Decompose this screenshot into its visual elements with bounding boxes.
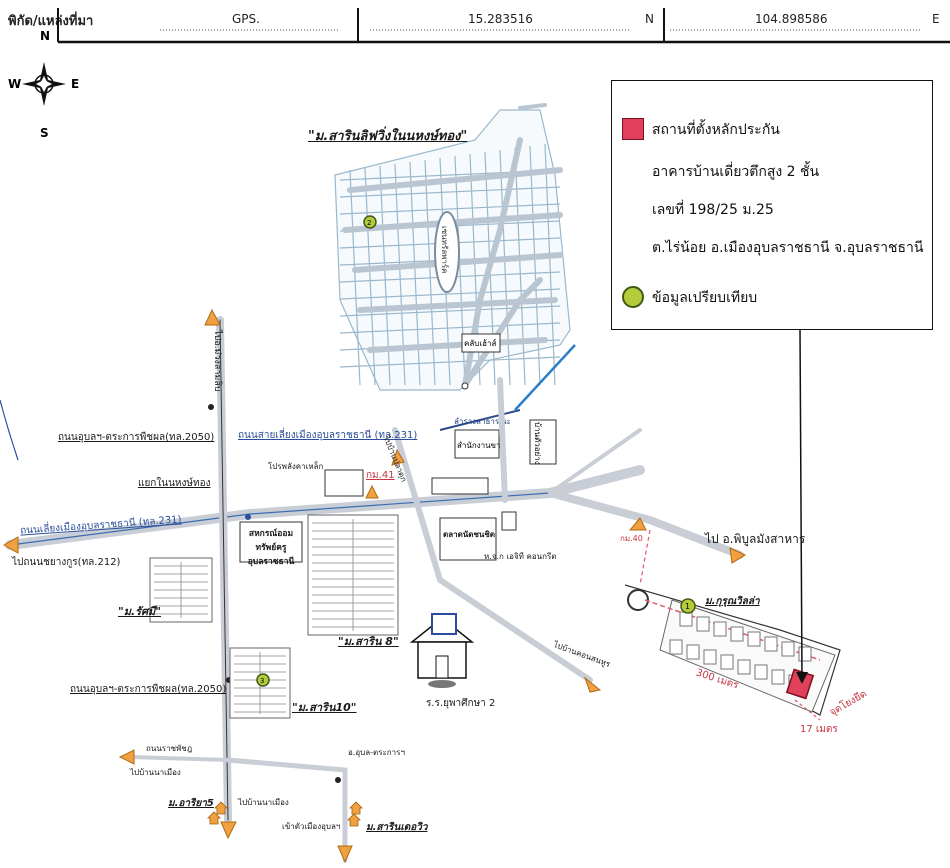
arrow-west-ban-icon bbox=[118, 749, 135, 765]
comparable-2-label: 2 bbox=[367, 219, 371, 227]
village-gate-dot bbox=[461, 382, 469, 390]
shophouse-block bbox=[431, 477, 489, 495]
km40-arrow-icon bbox=[628, 517, 647, 531]
market-label: ตลาดนัดชนชิต bbox=[443, 530, 495, 539]
comparable-1-marker bbox=[680, 598, 696, 614]
junction-node bbox=[245, 514, 251, 520]
longitude-direction: E bbox=[932, 12, 940, 26]
pipe-shop-box bbox=[324, 469, 364, 497]
coop-box bbox=[239, 521, 303, 563]
comparable-3-marker bbox=[256, 673, 270, 687]
km40-label: กม.40 bbox=[620, 534, 643, 543]
compass-e: E bbox=[71, 77, 79, 91]
village-block-grid bbox=[154, 519, 394, 714]
road-2050-node bbox=[208, 404, 214, 410]
sales-office-label: สำนักงานขาย bbox=[457, 441, 505, 450]
sarin8-label: "ม.สาริน 8" bbox=[338, 635, 399, 648]
road-ratcha-label: ถนนราชพัชฎ bbox=[146, 744, 193, 753]
canal-label: ลำรางสาธารณะ bbox=[454, 417, 511, 426]
legend-pointer-line bbox=[799, 329, 803, 681]
canal-line-1 bbox=[439, 409, 521, 431]
header-lines bbox=[57, 8, 950, 44]
coordinate-header: พิกัด/แหล่งที่มา GPS. 15.283516 N 104.89… bbox=[0, 0, 950, 46]
comparable-3-label: 3 bbox=[260, 677, 264, 685]
city-entry-label: เข้าตัวเมืองอุบลฯ bbox=[282, 822, 341, 831]
ubon-tk-label: อ.อุบล-ตระการฯ bbox=[348, 748, 405, 757]
arya5-label: ม.อาริยา5 bbox=[168, 798, 214, 809]
arrow-south-icon bbox=[220, 821, 237, 840]
legend-line-1: สถานที่ตั้งหลักประกัน bbox=[652, 122, 780, 138]
junction-label: แยกในนหงษ์ทอง bbox=[138, 478, 211, 489]
subject-swatch bbox=[622, 118, 644, 140]
house-icon bbox=[207, 811, 221, 825]
road-2050-bottom-label: ถนนอุบลฯ-ตระการพืชผล(ทล.2050) bbox=[70, 684, 227, 695]
compass-icon bbox=[22, 62, 66, 106]
arrow-khon-icon bbox=[583, 676, 602, 693]
clubhouse-box bbox=[461, 333, 501, 353]
concrete-plant-box bbox=[501, 511, 517, 531]
road-2050-top-label: ถนนอุบลฯ-ตระการพืชผล(ทล.2050) bbox=[58, 432, 215, 443]
compass-n: N bbox=[40, 29, 50, 43]
house-icon bbox=[347, 813, 361, 827]
compass-w: W bbox=[8, 77, 21, 91]
clubhouse-label: คลับเฮ้าส์ bbox=[464, 338, 496, 348]
comparable-2-marker bbox=[363, 215, 377, 229]
comparable-swatch bbox=[622, 286, 644, 308]
comparable-1-label: 1 bbox=[685, 602, 690, 611]
kurunvilla-label: ม.กุรุณวิลล่า bbox=[705, 596, 760, 607]
legend-pointer-arrow-icon bbox=[796, 672, 808, 684]
to-212-label: ไปถนนชยางกูร(ทล.212) bbox=[12, 557, 121, 568]
village-top-label: "ม.สารินลิฟวิ่งในนหงษ์ทอง" bbox=[308, 129, 468, 144]
sarin-city-label: ม.สารินเดอวิว bbox=[366, 822, 428, 833]
km41-arrow-icon bbox=[365, 484, 379, 499]
edge-line bbox=[0, 399, 19, 461]
km41-label: กม.41 bbox=[366, 470, 395, 481]
show-house-label: บ้านตัวอย่าง bbox=[533, 422, 542, 465]
canal-line-2 bbox=[514, 344, 576, 411]
central-park-label: เซนทรัลพาร์ค bbox=[440, 226, 450, 274]
house-icons bbox=[207, 801, 363, 827]
dist-17-label: 17 เมตร bbox=[800, 724, 838, 735]
market-box bbox=[439, 517, 497, 561]
legend-line-4: ต.ไร่น้อย อ.เมืองอุบลราชธานี จ.อุบลราชธา… bbox=[652, 240, 924, 256]
sales-office-box bbox=[454, 429, 500, 459]
direction-arrows bbox=[2, 308, 747, 864]
arrow-west-icon bbox=[2, 536, 19, 554]
arrow-east-phibun-icon bbox=[729, 547, 747, 564]
central-park-oval bbox=[434, 211, 460, 293]
longitude-value: 104.898586 bbox=[755, 12, 828, 26]
rasami-label: "ม.รัศมี" bbox=[118, 605, 162, 618]
main-roads bbox=[5, 316, 744, 863]
gps-label: GPS. bbox=[232, 12, 260, 26]
compass-s: S bbox=[40, 126, 49, 140]
show-house-box bbox=[529, 419, 557, 465]
latitude-value: 15.283516 bbox=[468, 12, 533, 26]
road-north-label: ไปอ.ม่วงสามสิบ bbox=[212, 330, 222, 392]
legend-comparable: ข้อมูลเปรียบเทียบ bbox=[652, 290, 758, 306]
to-phibun-label: ไป อ.พิบูลมังสาหาร bbox=[705, 532, 806, 546]
legend-line-3: เลขที่ 198/25 ม.25 bbox=[652, 202, 774, 218]
ubon-node bbox=[335, 777, 341, 783]
pipe-shop-label: โปรพลังคาเหล็ก bbox=[268, 462, 324, 471]
house-icon bbox=[349, 801, 363, 815]
house-icon bbox=[214, 801, 228, 815]
school-icon bbox=[409, 613, 475, 688]
arrow-south-city-icon bbox=[337, 845, 353, 864]
road-231-a-label: ถนนสายเลี่ยงเมืองอุบลราชธานี (ทล.231) bbox=[238, 430, 418, 441]
school-label: ร.ร.ยุพาศึกษา 2 bbox=[426, 698, 496, 709]
latitude-direction: N bbox=[645, 12, 654, 26]
legend-line-2: อาคารบ้านเดี่ยวตึกสูง 2 ชั้น bbox=[652, 164, 820, 180]
coop-label: สหกรณ์ออมทรัพย์ครู อุบลราชธานี bbox=[247, 529, 295, 567]
to-ban2-label: ไปบ้านนาเมือง bbox=[238, 798, 289, 807]
sarin10-label: "ม.สาริน10" bbox=[292, 701, 357, 714]
to-ban-label: ไปบ้านนาเมือง bbox=[130, 768, 181, 777]
concrete-label: ห.จ.ก เอจิที คอนกรีต bbox=[484, 552, 557, 561]
coord-label: พิกัด/แหล่งที่มา bbox=[8, 14, 94, 29]
map-legend: สถานที่ตั้งหลักประกัน อาคารบ้านเดี่ยวตึก… bbox=[611, 80, 933, 330]
arrow-north-icon bbox=[204, 308, 221, 326]
arrow-city-icon bbox=[391, 448, 405, 466]
